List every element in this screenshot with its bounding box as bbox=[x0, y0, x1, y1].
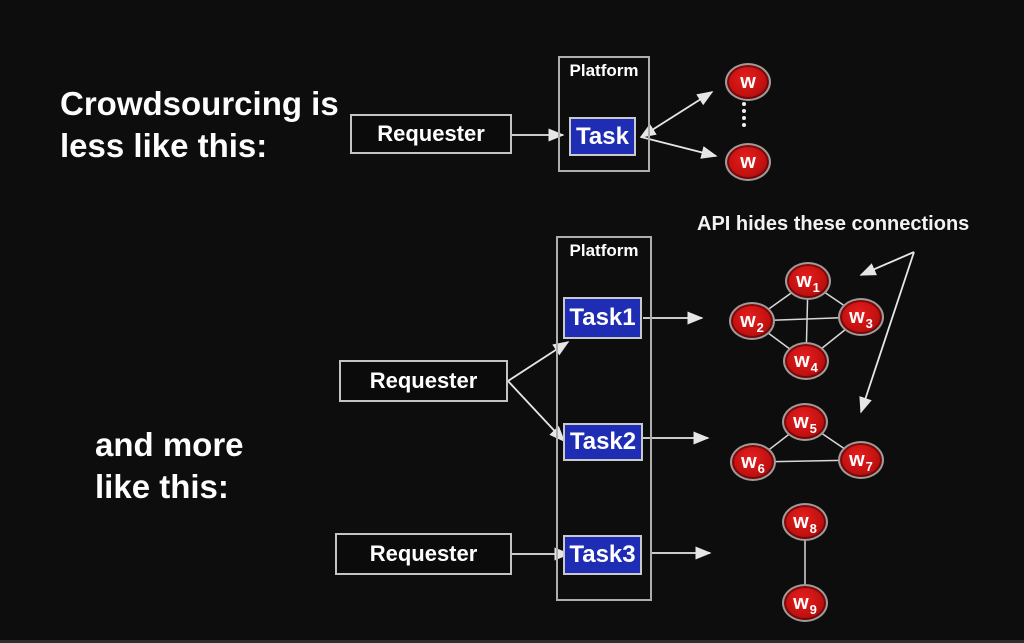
task-box: Task bbox=[569, 117, 636, 156]
task2-box: Task2 bbox=[563, 423, 643, 461]
api-note-label: API hides these connections bbox=[697, 213, 970, 235]
headline-bottom-line2: like this: bbox=[95, 468, 229, 505]
bottom-connectors bbox=[507, 311, 712, 561]
bottom-edge-strip bbox=[0, 640, 1024, 643]
platform-label-bottom: Platform bbox=[569, 241, 639, 260]
headline-top-line2: less like this: bbox=[60, 127, 268, 164]
worker-node-top-1: w bbox=[725, 63, 771, 101]
headline-top-line1: Crowdsourcing is bbox=[60, 85, 339, 122]
ellipsis-dots bbox=[742, 101, 746, 128]
top-connectors bbox=[512, 91, 718, 159]
platform-label-top: Platform bbox=[569, 61, 639, 80]
headline-bottom-line1: and more bbox=[95, 426, 244, 463]
headline-bottom: and more like this: bbox=[95, 424, 244, 508]
platform-box-bottom: Platform bbox=[556, 236, 652, 601]
api-note-arrows bbox=[859, 251, 915, 414]
requester-box-mid: Requester bbox=[339, 360, 508, 402]
task1-box: Task1 bbox=[563, 297, 642, 339]
worker-node-top-2: w bbox=[725, 143, 771, 181]
task3-box: Task3 bbox=[563, 535, 642, 575]
requester-box-low: Requester bbox=[335, 533, 512, 575]
headline-top: Crowdsourcing is less like this: bbox=[60, 83, 339, 167]
requester-box-top: Requester bbox=[350, 114, 512, 154]
